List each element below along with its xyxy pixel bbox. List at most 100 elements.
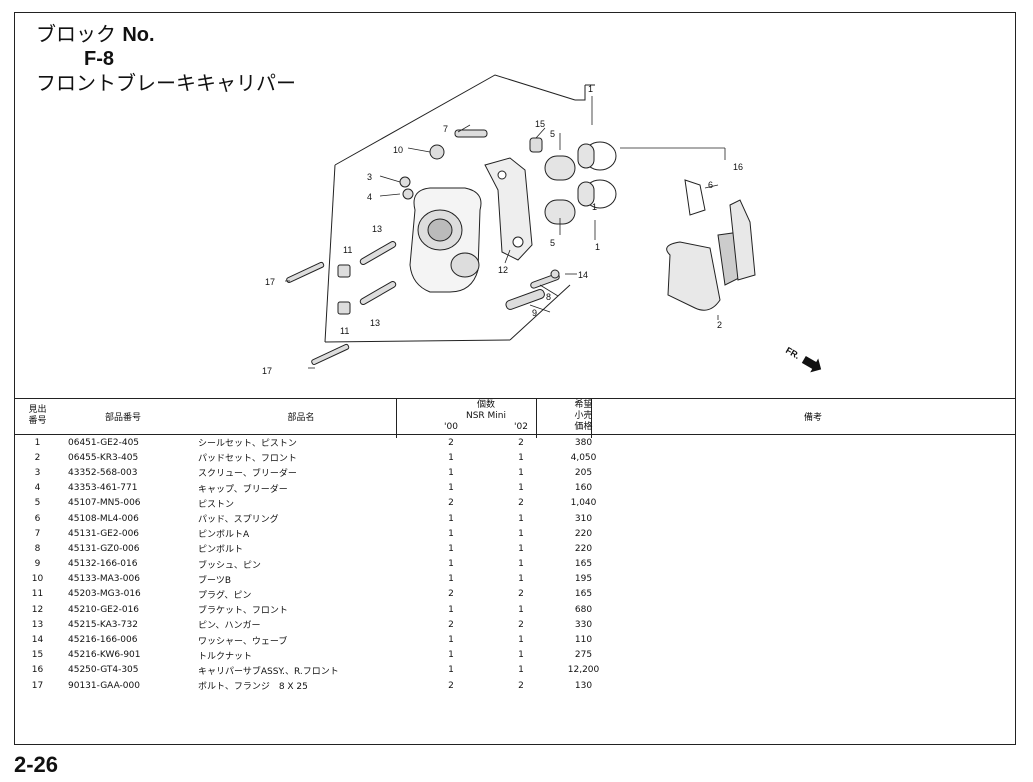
cell-part-name: シールセット、ピストン xyxy=(198,439,297,450)
cell-part-number: 06451-GE2-405 xyxy=(68,437,140,448)
cell-remarks xyxy=(611,617,1015,632)
cell-qty-00: 1 xyxy=(448,452,454,463)
callout-2: 2 xyxy=(717,320,722,330)
cell-part-number: 45108-ML4-006 xyxy=(68,513,139,524)
callout-15: 15 xyxy=(535,119,545,129)
cell-part-name: スクリュー、ブリーダー xyxy=(198,469,297,480)
col-header-year-00: '00 xyxy=(444,421,458,432)
cell-remarks xyxy=(611,511,1015,526)
cell-part-number: 45131-GE2-006 xyxy=(68,528,140,539)
callout-5-bottom: 5 xyxy=(550,238,555,248)
cell-ref-no: 3 xyxy=(34,467,41,478)
fr-label: FR. xyxy=(784,345,802,361)
callout-1-bottom: 1 xyxy=(595,242,600,252)
exploded-parts-diagram: 1 1 1 2 3 4 5 5 6 7 8 9 10 11 11 12 13 1… xyxy=(262,74,822,376)
cell-qty-00: 1 xyxy=(448,604,454,615)
cell-part-number: 45216-KW6-901 xyxy=(68,650,141,661)
cell-part-name: キャップ、ブリーダー xyxy=(198,484,288,495)
page-frame xyxy=(14,12,1016,745)
cell-qty-02: 2 xyxy=(518,619,524,630)
callout-5-top: 5 xyxy=(550,129,555,139)
cell-price: 380 xyxy=(574,437,593,448)
brake-pads-drawing xyxy=(666,179,756,311)
callout-11-top: 11 xyxy=(343,245,352,255)
cell-part-name: トルクナット xyxy=(198,651,253,662)
cell-ref-no: 16 xyxy=(31,665,44,676)
cell-part-name: ワッシャー、ウェーブ xyxy=(198,636,288,647)
cell-price: 220 xyxy=(574,528,593,539)
cell-price: 165 xyxy=(574,589,593,600)
cell-remarks xyxy=(611,663,1015,678)
cell-part-number: 45131-GZ0-006 xyxy=(68,543,140,554)
callout-7: 7 xyxy=(443,124,448,134)
cell-ref-no: 10 xyxy=(31,574,44,585)
cell-qty-00: 1 xyxy=(448,574,454,585)
cell-ref-no: 12 xyxy=(31,604,44,615)
col-header-no: 見出 番号 xyxy=(15,398,60,435)
block-no-label: No. xyxy=(122,24,155,46)
cell-part-name: パッドセット、フロント xyxy=(198,454,297,465)
callout-6: 6 xyxy=(708,180,713,190)
callout-8: 8 xyxy=(546,292,551,302)
cell-remarks xyxy=(611,587,1015,602)
cell-price: 160 xyxy=(574,483,593,494)
cell-qty-00: 1 xyxy=(448,467,454,478)
block-code: F-8 xyxy=(84,48,114,70)
cell-qty-00: 1 xyxy=(448,650,454,661)
cell-part-number: 45210-GE2-016 xyxy=(68,604,140,615)
cell-part-number: 45216-166-006 xyxy=(68,635,138,646)
callout-17-bottom: 17 xyxy=(262,366,272,376)
cell-remarks xyxy=(611,481,1015,496)
caliper-body-drawing xyxy=(409,187,482,293)
cell-price: 12,200 xyxy=(567,665,600,676)
col-header-year-02: '02 xyxy=(514,421,528,432)
callout-1-mid: 1 xyxy=(592,202,597,212)
cell-qty-02: 1 xyxy=(518,467,524,478)
cell-ref-no: 4 xyxy=(34,483,41,494)
col-header-remarks: 備考 xyxy=(611,398,1015,435)
table-header-row: 見出 番号 部品番号 部品名 個数 NSR Mini '00 '02 希望 小売… xyxy=(15,398,1015,435)
cell-price: 680 xyxy=(574,604,593,615)
cell-part-number: 06455-KR3-405 xyxy=(68,452,139,463)
cell-price: 310 xyxy=(574,513,593,524)
col-header-part-no: 部品番号 xyxy=(60,398,186,435)
cell-price: 330 xyxy=(574,619,593,630)
cell-part-number: 43352-568-003 xyxy=(68,467,138,478)
cell-ref-no: 1 xyxy=(34,437,41,448)
callout-11-bottom: 11 xyxy=(340,326,349,336)
cell-remarks xyxy=(611,572,1015,587)
cell-part-name: ボルト、フランジ 8 X 25 xyxy=(198,682,308,693)
cell-price: 110 xyxy=(574,635,593,646)
cell-part-number: 45133-MA3-006 xyxy=(68,574,140,585)
cell-price: 205 xyxy=(574,467,593,478)
col-header-part-name: 部品名 xyxy=(186,398,416,435)
block-label: ブロック xyxy=(36,22,116,46)
cell-part-name: ピンボルト xyxy=(198,545,244,556)
cell-part-number: 45107-MN5-006 xyxy=(68,498,141,509)
cell-qty-02: 2 xyxy=(518,498,524,509)
cell-price: 1,040 xyxy=(570,498,597,509)
cell-qty-02: 1 xyxy=(518,604,524,615)
cell-qty-00: 2 xyxy=(448,589,454,600)
parts-table-section: 見出 番号 部品番号 部品名 個数 NSR Mini '00 '02 希望 小売… xyxy=(15,398,1015,745)
cell-qty-02: 1 xyxy=(518,574,524,585)
cell-qty-02: 1 xyxy=(518,559,524,570)
page-title: フロントブレーキキャリパー xyxy=(36,71,296,95)
cell-qty-00: 2 xyxy=(448,498,454,509)
block-header: ブロック No. F-8 フロントブレーキキャリパー xyxy=(36,22,296,95)
callout-4: 4 xyxy=(367,192,372,202)
cell-remarks xyxy=(611,678,1015,693)
cell-remarks xyxy=(611,648,1015,663)
assembly-outline xyxy=(324,74,595,343)
cell-remarks xyxy=(611,435,1015,451)
